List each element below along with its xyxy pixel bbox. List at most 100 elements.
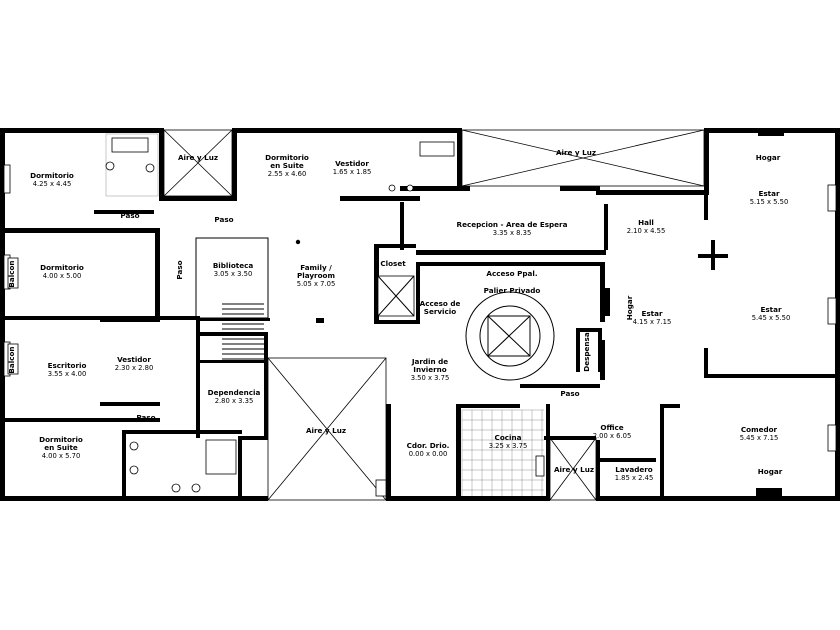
room-dimensions: 4.15 x 7.15: [633, 318, 672, 326]
room-name: Closet: [380, 259, 406, 268]
room-dimensions: 1.85 x 2.45: [615, 474, 654, 482]
room-name: Paso: [175, 260, 184, 279]
room-name: Paso: [120, 211, 139, 220]
room-name: Family /: [300, 263, 332, 272]
room-name: Dormitorio: [265, 153, 309, 162]
room-name: Acceso de: [420, 299, 461, 308]
room-dimensions: 3.35 x 8.35: [493, 229, 532, 237]
room-dimensions: 5.05 x 7.05: [297, 280, 336, 288]
room-name: Escritorio: [48, 361, 87, 370]
room-name: Aire y Luz: [554, 465, 594, 474]
room-paso-1: Paso: [120, 211, 139, 220]
room-name: Estar: [758, 189, 779, 198]
room-aire-luz-2: Aire y Luz: [556, 148, 596, 157]
room-closet: Closet: [380, 259, 406, 268]
room-dimensions: 4.00 x 5.70: [42, 452, 81, 460]
room-name: Vestidor: [117, 355, 151, 364]
room-dimensions: 0.00 x 0.00: [409, 450, 448, 458]
room-paso-3: Paso: [175, 260, 184, 279]
room-cdor-drio: Cdor. Drio.0.00 x 0.00: [407, 441, 450, 458]
room-name: Dependencia: [208, 388, 261, 397]
room-name: Acceso Ppal.: [486, 269, 537, 278]
light-well-top-center: [461, 129, 705, 187]
room-name: Hogar: [625, 295, 634, 320]
room-name: Paso: [136, 413, 155, 422]
light-well-top-left: [163, 129, 233, 197]
room-dimensions: 3.50 x 3.75: [411, 374, 450, 382]
details: [3, 137, 837, 497]
room-acceso-ppal: Acceso Ppal.: [486, 269, 537, 278]
room-name: Balcon: [7, 260, 16, 287]
room-aire-luz-3: Aire y Luz: [306, 426, 346, 435]
room-dimensions: 2.10 x 4.55: [627, 227, 666, 235]
room-despensa: Despensa: [582, 332, 591, 372]
room-name: Estar: [760, 305, 781, 314]
room-name: Palier Privado: [484, 286, 541, 295]
room-name: Office: [600, 423, 623, 432]
room-dimensions: 5.45 x 5.50: [752, 314, 791, 322]
room-aire-luz-4: Aire y Luz: [554, 465, 594, 474]
room-hogar-1: Hogar: [756, 153, 781, 162]
room-name: Comedor: [741, 425, 778, 434]
room-name: Aire y Luz: [306, 426, 346, 435]
room-balcon-2: Balcon: [7, 346, 16, 373]
room-dimensions: 4.00 x 5.00: [43, 272, 82, 280]
room-dimensions: 3.25 x 3.75: [489, 442, 528, 450]
room-name: Hogar: [756, 153, 781, 162]
room-name: Lavadero: [615, 465, 653, 474]
room-aire-luz-1: Aire y Luz: [178, 153, 218, 162]
room-name: Recepcion - Area de Espera: [457, 220, 568, 229]
room-name: Hogar: [758, 467, 783, 476]
room-paso-5: Paso: [136, 413, 155, 422]
room-name: Playroom: [297, 271, 335, 280]
room-name: Biblioteca: [213, 261, 254, 270]
room-dimensions: 3.55 x 4.00: [48, 370, 87, 378]
room-dimensions: 2.00 x 6.05: [593, 432, 632, 440]
room-name: Invierno: [413, 365, 446, 374]
room-dimensions: 1.65 x 1.85: [333, 168, 372, 176]
room-name: Aire y Luz: [178, 153, 218, 162]
room-dimensions: 2.55 x 4.60: [268, 170, 307, 178]
room-name: Servicio: [424, 307, 456, 316]
room-name: Paso: [560, 389, 579, 398]
room-dimensions: 5.15 x 5.50: [750, 198, 789, 206]
room-name: Estar: [641, 309, 662, 318]
room-name: Jardin de: [411, 357, 448, 366]
room-name: en Suite: [270, 161, 304, 170]
room-name: Dormitorio: [39, 435, 83, 444]
room-dimensions: 4.25 x 4.45: [33, 180, 72, 188]
room-name: Hall: [638, 218, 654, 227]
room-dimensions: 5.45 x 7.15: [740, 434, 779, 442]
room-hogar-3: Hogar: [758, 467, 783, 476]
room-name: Cdor. Drio.: [407, 441, 450, 450]
room-paso-2: Paso: [214, 215, 233, 224]
room-paso-4: Paso: [560, 389, 579, 398]
room-balcon-1: Balcon: [7, 260, 16, 287]
room-name: Aire y Luz: [556, 148, 596, 157]
room-name: Paso: [214, 215, 233, 224]
room-name: Dormitorio: [30, 171, 74, 180]
room-dimensions: 3.05 x 3.50: [214, 270, 253, 278]
room-name: Cocina: [495, 433, 522, 442]
room-dimensions: 2.80 x 3.35: [215, 397, 254, 405]
room-palier: Palier Privado: [484, 286, 541, 295]
walls: [0, 128, 840, 501]
